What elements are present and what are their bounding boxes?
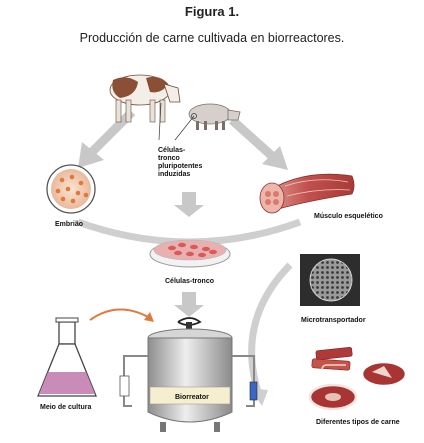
- ipsc-label-2: tronco: [158, 155, 180, 162]
- ipsc-label-3: pluripotentes: [158, 163, 202, 170]
- arrow-cow-to-embryo: [78, 108, 136, 168]
- pig-illustration: [188, 103, 241, 130]
- figure-subtitle: Producción de carne cultivada en biorrea…: [79, 31, 345, 45]
- meat-cuts-illustration: [308, 347, 408, 411]
- arrow-pig-to-muscle: [228, 116, 288, 170]
- cow-illustration: [109, 74, 181, 123]
- muscle-illustration: [259, 173, 355, 214]
- meat-types-label: Diferentes tipos de carne: [316, 419, 400, 426]
- embryo-illustration: [46, 164, 96, 214]
- stem-cells-label: Células-tronco: [165, 278, 214, 285]
- microcarrier-label: Microtransportador: [301, 317, 366, 324]
- embryo-label: Embrião: [55, 221, 83, 228]
- microcarrier-image: [300, 254, 360, 306]
- medium-label: Meio de cultura: [40, 404, 91, 411]
- petri-dish: [149, 239, 231, 268]
- arc-to-stem-cells: [76, 218, 302, 246]
- culture-medium-flask: [37, 317, 97, 397]
- biopsy-pointer-lines: [158, 102, 197, 141]
- arrow-stem-to-bioreactor: [174, 292, 204, 317]
- ipsc-label-4: induzidas: [158, 171, 190, 178]
- muscle-label: Músculo esquelético: [314, 213, 383, 220]
- ipsc-label-1: Células-: [158, 147, 186, 154]
- figure-title: Figura 1.: [184, 4, 240, 19]
- bioreactor-illustration: [119, 317, 258, 432]
- bioreactor-label: Biorreator: [175, 394, 209, 401]
- arrow-orange-medium: [89, 308, 154, 322]
- arrow-ipsc-down: [174, 192, 204, 217]
